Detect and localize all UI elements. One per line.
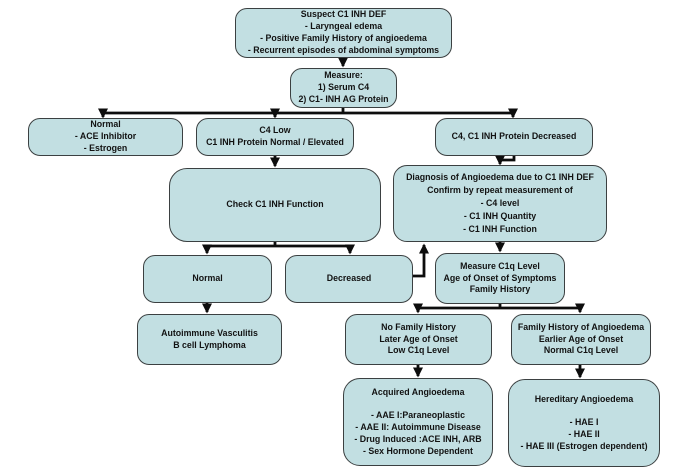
node-text-line: - HAE I xyxy=(569,417,599,428)
node-text-line: - AAE I:Paraneoplastic xyxy=(370,410,466,421)
node-text-line: Normal C1q Level xyxy=(543,345,619,356)
arrow-decreased-diagnosis xyxy=(413,243,429,278)
node-text-line: C1 INH Protein Normal / Elevated xyxy=(206,137,344,147)
node-text-line: Measure C1q Level xyxy=(460,260,540,271)
arrow-c4c1dec-diagnosis xyxy=(495,155,516,166)
node-text-line: Check C1 INH Function xyxy=(226,199,324,210)
node-normal-ace-estrogen: Normal- ACE Inhibitor- Estrogen xyxy=(28,118,183,156)
node-text-line: Measure: xyxy=(324,70,363,81)
node-text-line: Low C1q Level xyxy=(387,345,450,356)
node-text-line: - Positive Family History of angioedema xyxy=(260,33,427,43)
node-text-line: - Drug Induced :ACE INH, ARB xyxy=(354,433,482,444)
node-text-line: C4, C1 INH Protein Decreased xyxy=(451,131,577,142)
node-text-line: Diagnosis of Angioedema due to C1 INH DE… xyxy=(406,172,594,182)
node-text-line: Acquired Angioedema xyxy=(371,386,465,397)
node-text-line: No Family History xyxy=(381,321,456,332)
node-text-line: Normal xyxy=(90,119,121,130)
connector-line xyxy=(103,107,580,310)
node-check-c1-inh-function: Check C1 INH Function xyxy=(169,168,381,242)
node-suspect-c1-inh-def: Suspect C1 INH DEF- Laryngeal edema- Pos… xyxy=(235,8,452,58)
node-text-line: Age of Onset of Symptoms xyxy=(443,272,557,283)
node-text-line: B cell Lymphoma xyxy=(173,339,246,350)
node-text-line: 2) C1- INH AG Protein xyxy=(298,93,389,104)
node-text-line: Normal xyxy=(192,273,223,284)
node-text-line: - ACE Inhibitor xyxy=(74,131,137,142)
node-text-line: C4 Low xyxy=(259,125,291,136)
node-c4-c1-inh-decreased: C4, C1 INH Protein Decreased xyxy=(435,118,593,156)
node-text-line: - HAE II xyxy=(568,428,600,439)
node-text-line: Suspect C1 INH DEF xyxy=(300,9,387,20)
node-text-line: - Laryngeal edema xyxy=(304,21,383,32)
node-text-line: - Sex Hormone Dependent xyxy=(363,445,473,456)
node-text-line: Hereditary Angioedema xyxy=(534,393,634,404)
node-text-line: - C1 INH Function xyxy=(463,224,537,234)
node-text-line: Confirm by repeat measurement of xyxy=(427,185,573,195)
node-function-decreased: Decreased xyxy=(285,255,413,303)
node-text-line: - HAE III (Estrogen dependent) xyxy=(520,440,648,451)
node-text-line: - Estrogen xyxy=(83,142,128,153)
node-text-line: Family History xyxy=(469,284,531,295)
node-text-line: - AAE II: Autoimmune Disease xyxy=(355,422,481,432)
node-text-line: 1) Serum C4 xyxy=(317,82,370,93)
node-text-line: - Recurrent episodes of abdominal sympto… xyxy=(247,44,440,55)
node-function-normal: Normal xyxy=(143,255,272,303)
node-acquired-angioedema: Acquired Angioedema - AAE I:Paraneoplasti… xyxy=(343,378,493,466)
node-text-line: Family History of Angioedema xyxy=(517,321,645,332)
node-text-line: Autoimmune Vasculitis xyxy=(161,327,258,338)
node-hereditary-angioedema: Hereditary Angioedema - HAE I- HAE II- HA… xyxy=(508,379,660,467)
node-text-line: Earlier Age of Onset xyxy=(538,333,624,344)
node-text-line: Later Age of Onset xyxy=(379,333,458,344)
node-diagnosis-confirm: Diagnosis of Angioedema due to C1 INH DE… xyxy=(393,165,607,242)
node-text-line: - C4 level xyxy=(480,198,520,208)
node-text-line: Decreased xyxy=(326,273,372,284)
node-text-line: - C1 INH Quantity xyxy=(463,211,537,221)
